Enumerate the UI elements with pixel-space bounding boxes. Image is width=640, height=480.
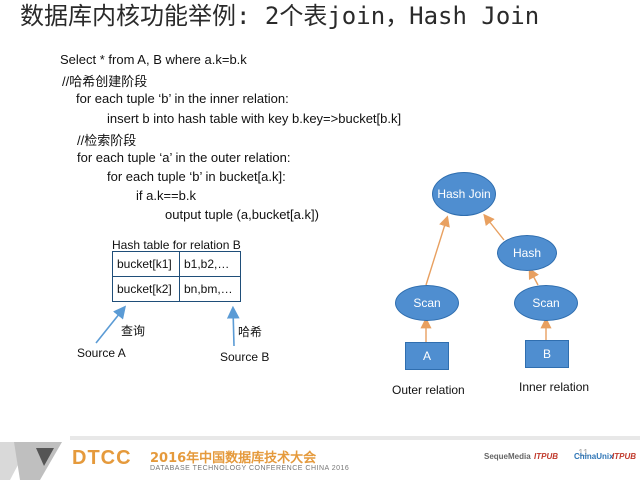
- query-label: 查询: [121, 324, 146, 338]
- source-b-pointer: [226, 305, 240, 347]
- code-line: for each tuple ‘a’ in the outer relation…: [77, 150, 291, 165]
- hash-label: 哈希: [238, 325, 263, 339]
- hash-table-caption: Hash table for relation B: [112, 238, 241, 252]
- edge-scan-to-join: [425, 215, 450, 286]
- sponsor-logo: ChinaUnix: [574, 452, 614, 461]
- conference-subtitle: DATABASE TECHNOLOGY CONFERENCE CHINA 201…: [150, 465, 350, 472]
- hash-node: Hash: [497, 235, 557, 271]
- code-line: //哈希创建阶段: [62, 74, 148, 89]
- hash-table: bucket[k1] b1,b2,… bucket[k2] bn,bm,…: [112, 251, 241, 302]
- bucket-value-cell: bn,bm,…: [179, 276, 241, 302]
- footer-stripe-decoration: [0, 436, 70, 480]
- hash-join-node: Hash Join: [432, 172, 496, 216]
- table-b-node: B: [525, 340, 569, 368]
- sponsor-logo: ITPUB: [534, 452, 558, 461]
- page-number: 11: [578, 448, 589, 459]
- edge-hash-to-join: [483, 213, 505, 241]
- scan-node-inner: Scan: [514, 285, 578, 321]
- slide-title: 数据库内核功能举例: 2个表join，Hash Join: [20, 2, 540, 30]
- table-row: bucket[k1] b1,b2,…: [112, 251, 241, 277]
- sponsor-logo: SequeMedia: [484, 452, 531, 461]
- inner-relation-label: Inner relation: [519, 380, 590, 394]
- footer-divider: [0, 436, 640, 440]
- conference-title: 2016年中国数据库技术大会: [150, 451, 317, 466]
- pseudo-code-block: Select * from A, B where a.k=b.k //哈希创建阶…: [0, 52, 460, 232]
- table-a-node: A: [405, 342, 449, 370]
- code-line: output tuple (a,bucket[a.k]): [165, 207, 319, 222]
- bucket-key-cell: bucket[k1]: [112, 251, 180, 277]
- source-b-label: Source B: [220, 350, 270, 364]
- slide-footer: [0, 436, 640, 480]
- code-line: for each tuple ‘b’ in the inner relation…: [76, 91, 289, 106]
- code-line: insert b into hash table with key b.key=…: [107, 111, 402, 126]
- dtcc-logo: DTCC: [72, 447, 132, 469]
- source-a-pointer: [95, 305, 126, 344]
- outer-relation-label: Outer relation: [392, 383, 465, 397]
- sponsor-logo: ITPUB: [612, 452, 636, 461]
- code-line: //检索阶段: [77, 133, 137, 148]
- edge-scan-to-hash: [528, 267, 539, 286]
- source-a-label: Source A: [77, 346, 126, 360]
- code-line: if a.k==b.k: [136, 188, 196, 203]
- bucket-key-cell: bucket[k2]: [112, 276, 180, 302]
- code-line: for each tuple ‘b’ in bucket[a.k]:: [107, 169, 286, 184]
- scan-node-outer: Scan: [395, 285, 459, 321]
- code-line: Select * from A, B where a.k=b.k: [60, 52, 247, 67]
- table-row: bucket[k2] bn,bm,…: [112, 276, 241, 302]
